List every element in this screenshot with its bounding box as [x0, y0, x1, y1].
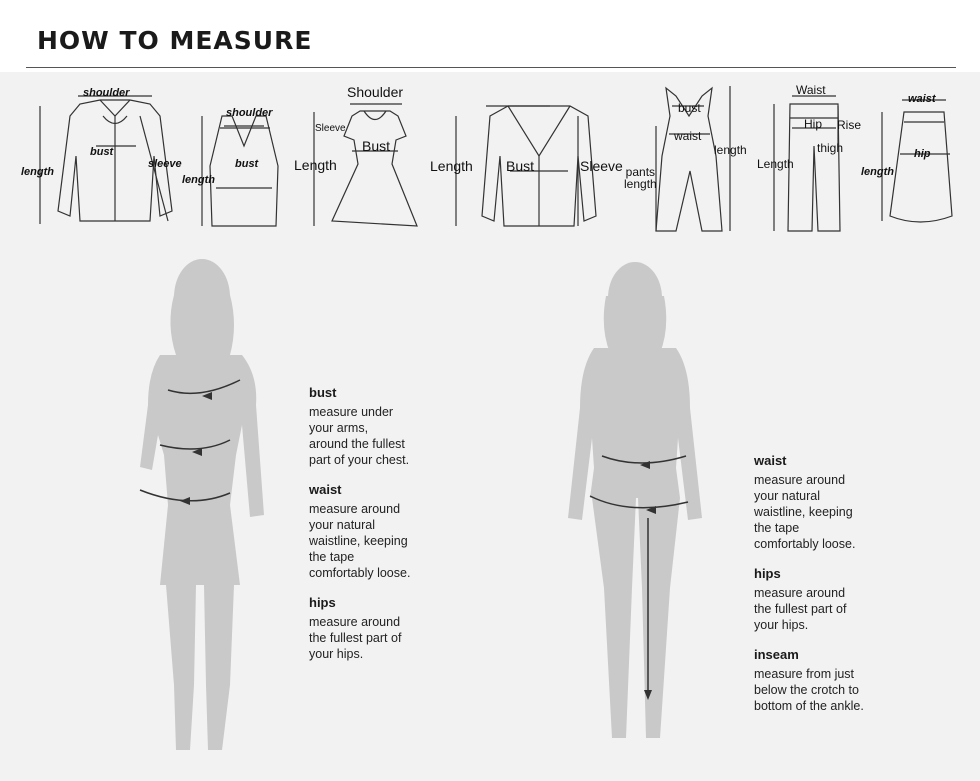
dress-sleeve-label: Sleeve — [315, 123, 346, 134]
hips-description-pants: measure around the fullest part of your … — [754, 586, 847, 632]
dress-measure-guide: bust measure under your arms, around the… — [309, 385, 479, 676]
inseam-instructions: inseam measure from just below the crotc… — [754, 647, 924, 714]
pants-waist-label: Waist — [796, 83, 826, 97]
inseam-description: measure from just below the crotch to bo… — [754, 667, 864, 713]
skirt-hip-label: hip — [914, 148, 931, 160]
pants-figure — [560, 258, 720, 763]
pants-diagram: Waist Hip Rise thigh Length — [754, 76, 864, 236]
header: HOW TO MEASURE — [0, 0, 980, 72]
tank-drawing — [201, 115, 279, 227]
tank-bust-label: bust — [235, 158, 259, 170]
waist-description-pants: measure around your natural waistline, k… — [754, 473, 856, 551]
pants-measure-guide: waist measure around your natural waistl… — [754, 453, 924, 728]
dress-bust-label: Bust — [362, 138, 391, 154]
dress-shoulder-label: Shoulder — [347, 84, 404, 100]
dress-figure — [130, 255, 290, 760]
jumpsuit-waist-label: waist — [674, 129, 702, 143]
skirt-length-label: length — [861, 166, 894, 178]
hips-heading: hips — [309, 595, 336, 610]
tank-length-label: length — [182, 174, 215, 186]
hips-instructions: hips measure around the fullest part of … — [309, 595, 479, 662]
pants-rise-label: Rise — [837, 118, 862, 132]
hips-heading-pants: hips — [754, 566, 781, 581]
jumpsuit-diagram: bust waist length pants length — [622, 76, 757, 236]
blouse-diagram: shoulder bust sleeve length — [18, 76, 188, 236]
blazer-drawing — [455, 105, 597, 227]
jumpsuit-length-label: length — [714, 143, 747, 157]
blouse-length-label: length — [21, 166, 54, 178]
hips-instructions-pants: hips measure around the fullest part of … — [754, 566, 924, 633]
skirt-diagram: waist hip length — [858, 76, 968, 236]
dress-drawing — [313, 103, 418, 227]
hips-description: measure around the fullest part of your … — [309, 615, 402, 661]
skirt-waist-label: waist — [908, 93, 936, 105]
jumpsuit-drawing — [655, 86, 731, 232]
blazer-sleeve-label: Sleeve — [580, 158, 623, 174]
blazer-diagram: Length Bust Sleeve — [428, 76, 628, 236]
waist-instructions: waist measure around your natural waistl… — [309, 482, 479, 581]
waist-description: measure around your natural waistline, k… — [309, 502, 411, 580]
bust-description: measure under your arms, around the full… — [309, 405, 410, 467]
pants-silhouette — [568, 262, 702, 738]
dress-silhouette — [139, 259, 264, 750]
tank-diagram: shoulder bust length — [180, 76, 290, 236]
waist-instructions-pants: waist measure around your natural waistl… — [754, 453, 924, 552]
blazer-bust-label: Bust — [506, 158, 535, 174]
title-divider — [26, 67, 956, 68]
dress-length-label: Length — [294, 157, 337, 173]
blazer-length-label: Length — [430, 158, 473, 174]
pants-length-label: Length — [757, 157, 794, 171]
blouse-shoulder-label: shoulder — [83, 87, 130, 99]
bust-instructions: bust measure under your arms, around the… — [309, 385, 479, 468]
blouse-sleeve-label: sleeve — [148, 158, 182, 170]
jumpsuit-bust-label: bust — [678, 101, 701, 115]
dress-diagram: Shoulder Sleeve Bust Length — [292, 76, 432, 236]
bust-heading: bust — [309, 385, 337, 400]
waist-heading: waist — [309, 482, 342, 497]
skirt-drawing — [881, 99, 953, 223]
jumpsuit-pants-length-label: pants length — [624, 165, 657, 191]
blouse-bust-label: bust — [90, 146, 114, 158]
blouse-drawing — [39, 95, 173, 224]
page-title: HOW TO MEASURE — [37, 26, 313, 55]
pants-thigh-label: thigh — [817, 141, 844, 155]
pants-drawing — [773, 95, 841, 232]
waist-heading-pants: waist — [754, 453, 787, 468]
garment-diagrams: shoulder bust sleeve length shoulder bus… — [0, 76, 980, 246]
inseam-heading: inseam — [754, 647, 799, 662]
pants-hip-label: Hip — [804, 117, 823, 131]
tank-shoulder-label: shoulder — [226, 107, 273, 119]
